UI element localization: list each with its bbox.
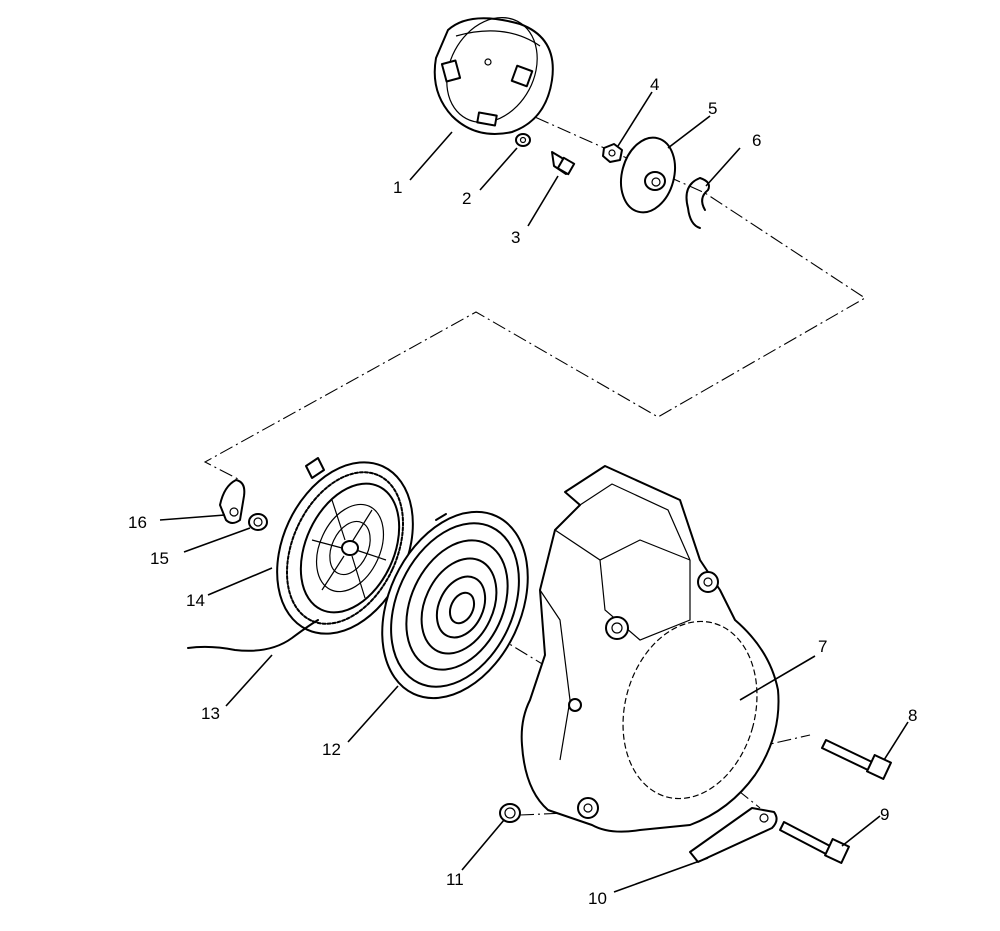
bolt-part <box>551 151 576 176</box>
callout-1: 1 <box>393 178 402 197</box>
callout-4: 4 <box>650 75 659 94</box>
starter-cup-part <box>433 16 554 135</box>
callout-8: 8 <box>908 706 917 725</box>
housing-bolt-upper-part <box>821 739 892 780</box>
callout-15: 15 <box>150 549 169 568</box>
callout-6: 6 <box>752 131 761 150</box>
callout-13: 13 <box>201 704 220 723</box>
pulley-plate-part <box>620 136 676 214</box>
washer-part <box>515 133 531 147</box>
callout-labels: 1 2 3 4 5 6 7 8 9 10 11 12 13 14 15 16 <box>128 75 917 908</box>
callout-14: 14 <box>186 591 205 610</box>
callout-2: 2 <box>462 189 471 208</box>
callout-3: 3 <box>511 228 520 247</box>
clip-part <box>685 177 710 229</box>
rope-reel-part <box>276 457 414 635</box>
starter-rope-part <box>187 619 319 652</box>
callout-7: 7 <box>818 637 827 656</box>
pawl-spring-part <box>248 513 268 531</box>
grommet-part <box>499 803 521 823</box>
callout-9: 9 <box>880 805 889 824</box>
leader-lines <box>159 91 909 893</box>
housing-bolt-lower-part <box>779 821 850 864</box>
callout-11: 11 <box>446 870 464 889</box>
starter-housing-part <box>520 465 780 833</box>
callout-5: 5 <box>708 99 717 118</box>
pawl-part <box>219 479 246 524</box>
recoil-spring-part <box>381 510 529 700</box>
callout-10: 10 <box>588 889 607 908</box>
callout-12: 12 <box>322 740 341 759</box>
bracket-part <box>689 807 778 863</box>
nut-part <box>602 143 623 163</box>
callout-16: 16 <box>128 513 147 532</box>
